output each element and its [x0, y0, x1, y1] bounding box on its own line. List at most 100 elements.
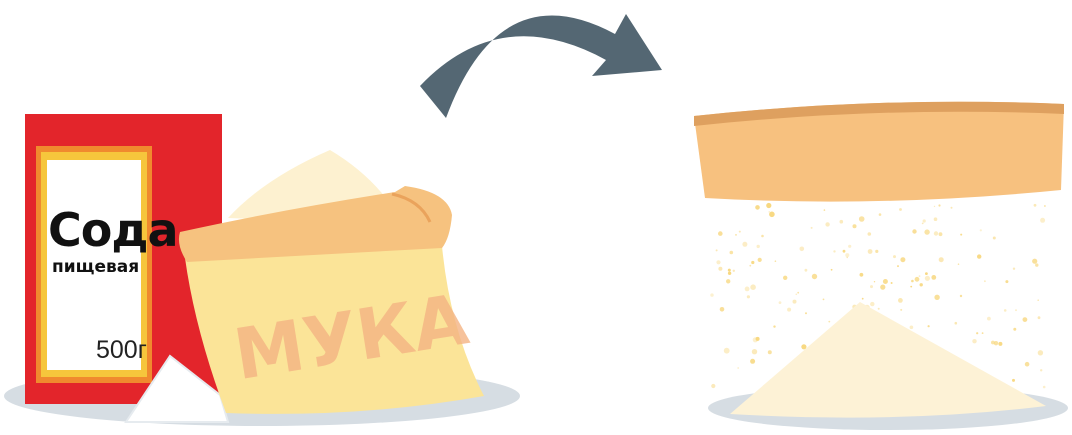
dust-particle: [773, 325, 775, 327]
dust-particle: [1043, 386, 1046, 389]
dust-particle: [1038, 350, 1043, 355]
dust-particle: [922, 223, 924, 225]
dust-particle: [796, 294, 798, 296]
dust-particle: [870, 285, 873, 288]
dust-particle: [910, 326, 914, 330]
dust-particle: [1037, 299, 1039, 301]
dust-particle: [805, 312, 807, 314]
dust-particle: [982, 332, 984, 334]
dust-particle: [805, 269, 808, 272]
dust-particle: [787, 308, 791, 312]
dust-particle: [898, 298, 903, 303]
dust-particle: [912, 229, 916, 233]
dust-particle: [960, 234, 962, 236]
dust-particle: [758, 258, 762, 262]
dust-particle: [728, 272, 731, 275]
dust-particle: [718, 231, 723, 236]
dust-particle: [1040, 369, 1042, 371]
dust-particle: [880, 285, 885, 290]
dust-particle: [831, 269, 833, 271]
dust-particle: [793, 300, 797, 304]
dust-particle: [768, 350, 772, 354]
dust-particle: [1013, 328, 1016, 331]
dust-particle: [919, 275, 921, 277]
dust-particle: [878, 308, 880, 310]
dust-particle: [928, 325, 930, 327]
dust-particle: [987, 317, 991, 321]
dust-particle: [801, 344, 806, 349]
dust-particle: [824, 209, 826, 211]
dust-particle: [756, 337, 760, 341]
dust-particle: [716, 249, 718, 251]
dust-particle: [761, 235, 764, 238]
dust-particle: [751, 261, 754, 264]
dust-particle: [1035, 263, 1038, 266]
curved-arrow-right-icon: [420, 14, 662, 118]
dust-particle: [823, 299, 825, 301]
dust-particle: [739, 231, 741, 233]
dust-particle: [749, 265, 751, 267]
dust-particle: [910, 286, 912, 288]
dust-particle: [939, 232, 943, 236]
dust-particle: [938, 204, 940, 206]
dust-particle: [755, 205, 760, 210]
dust-particle: [766, 203, 771, 208]
dust-particle: [828, 321, 830, 323]
dust-particle: [977, 254, 981, 258]
dust-particle: [797, 292, 799, 294]
dust-particle: [716, 260, 720, 264]
dust-particle: [924, 229, 929, 234]
dust-particle: [958, 263, 960, 265]
dust-particle: [1038, 316, 1041, 319]
dust-particle: [900, 309, 902, 311]
dust-particle: [848, 245, 851, 248]
dust-particle: [750, 284, 756, 290]
dust-particle: [1034, 204, 1037, 207]
dust-particle: [720, 307, 725, 312]
dust-particle: [934, 206, 935, 207]
dust-particle: [951, 207, 953, 209]
dust-particle: [859, 216, 865, 222]
dust-particle: [862, 298, 864, 300]
dust-particle: [972, 339, 976, 343]
dust-particle: [811, 227, 813, 229]
dust-particle: [735, 234, 737, 236]
soda-box-weight: 500г: [96, 336, 147, 364]
dust-particle: [879, 213, 882, 216]
dust-particle: [1032, 259, 1037, 264]
dust-particle: [931, 275, 936, 280]
dust-particle: [915, 277, 920, 282]
dust-particle: [998, 342, 1002, 346]
dust-particle: [868, 249, 873, 254]
dust-particle: [994, 341, 998, 345]
dust-particle: [1012, 379, 1015, 382]
dust-particle: [718, 267, 722, 271]
dust-particle: [1025, 362, 1030, 367]
dust-particle: [925, 276, 930, 281]
dust-particle: [779, 301, 782, 304]
dust-particle: [840, 220, 844, 224]
dust-particle: [911, 280, 914, 283]
dust-particle: [860, 273, 864, 277]
dust-particle: [845, 253, 849, 257]
dust-particle: [726, 279, 730, 283]
dust-particle: [711, 384, 715, 388]
dust-particle: [724, 348, 730, 354]
dust-particle: [833, 250, 835, 252]
dust-particle: [853, 224, 857, 228]
dust-particle: [1004, 309, 1007, 312]
dust-particle: [980, 229, 982, 231]
dust-particle: [730, 251, 734, 255]
dust-particle: [1015, 309, 1017, 311]
dust-particle: [870, 302, 874, 306]
dust-particle: [939, 257, 944, 262]
dust-particle: [875, 250, 878, 253]
dust-particle: [775, 260, 777, 262]
dust-particle: [737, 367, 739, 369]
dust-particle: [812, 274, 817, 279]
dust-particle: [825, 222, 829, 226]
flour-bag: МУКА: [179, 150, 484, 414]
dust-particle: [993, 237, 996, 240]
